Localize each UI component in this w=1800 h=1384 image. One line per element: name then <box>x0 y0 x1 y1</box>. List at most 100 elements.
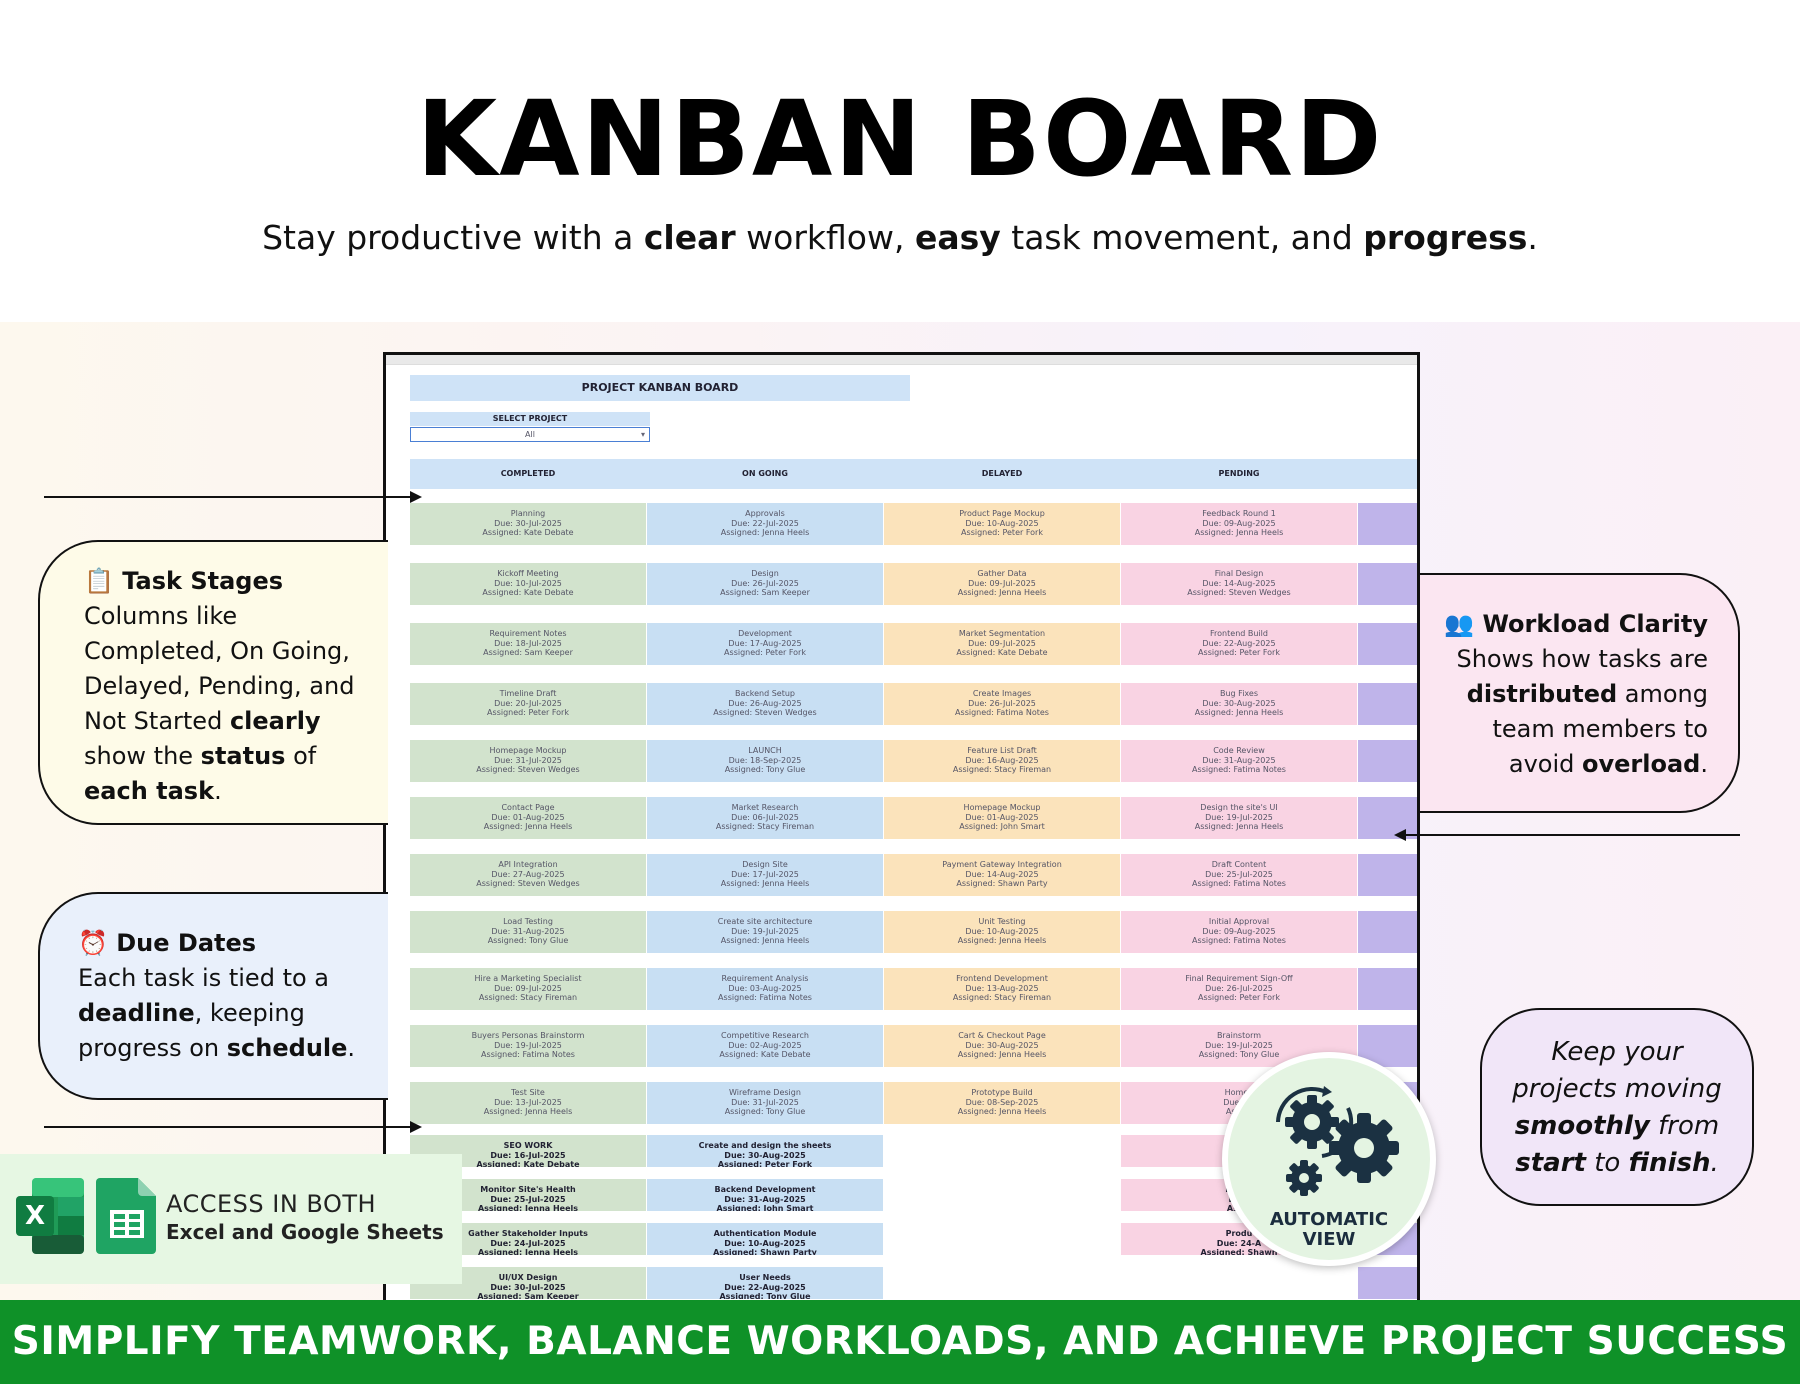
callout-text: Shows how tasks are distributed among te… <box>1456 645 1708 778</box>
task-name: Frontend Development <box>956 974 1048 983</box>
task-card-not-started[interactable] <box>1358 740 1417 782</box>
task-name: Approvals <box>745 509 785 518</box>
task-card-not-started[interactable] <box>1358 683 1417 725</box>
task-name: Backend Setup <box>734 689 796 698</box>
task-due: Due: 13-Aug-2025 <box>965 983 1039 993</box>
task-name: Market Research <box>731 803 799 812</box>
chevron-down-icon: ▾ <box>640 430 645 439</box>
task-card-not-started[interactable] <box>1358 1267 1417 1299</box>
task-card-not-started[interactable] <box>1358 503 1417 545</box>
task-due: Due: 09-Jul-2025 <box>494 983 562 993</box>
task-name: Load Testing <box>503 917 553 926</box>
select-project-dropdown[interactable]: All▾ <box>410 427 650 442</box>
task-assigned: Assigned: John Smart <box>959 822 1045 831</box>
task-assigned: Assigned: Jenna Heels <box>1194 822 1284 831</box>
arrow-head-icon <box>410 1121 422 1133</box>
task-name: Payment Gateway Integration <box>942 860 1062 869</box>
arrow-line-workload <box>1406 834 1740 836</box>
task-card-not-started[interactable] <box>1358 797 1417 839</box>
task-name: Contact Page <box>501 803 555 812</box>
task-due: Due: 30-Aug-2025 <box>965 1040 1039 1050</box>
task-card-not-started[interactable] <box>1358 623 1417 665</box>
task-due: Due: 01-Aug-2025 <box>965 812 1039 822</box>
task-assigned: Assigned: Peter Fork <box>961 528 1043 537</box>
task-card-not-started[interactable] <box>1358 968 1417 1010</box>
task-assigned: Assigned: Kate Debate <box>482 528 574 537</box>
task-assigned: Assigned: Fatima Notes <box>1192 936 1286 945</box>
task-card-not-started[interactable] <box>1358 854 1417 896</box>
callout-due-dates: ⏰ Due Dates Each task is tied to a deadl… <box>38 892 388 1100</box>
task-due: Due: 19-Jul-2025 <box>1205 1040 1273 1050</box>
task-card-not-started[interactable] <box>1358 911 1417 953</box>
page-subtitle: Stay productive with a clear workflow, e… <box>262 218 1538 257</box>
task-due: Due: 18-Jul-2025 <box>494 638 562 648</box>
task-name: Requirement Notes <box>489 629 567 638</box>
task-due: Due: 08-Sep-2025 <box>965 1097 1039 1107</box>
task-due: Due: 26-Aug-2025 <box>728 698 802 708</box>
task-due: Due: 10-Aug-2025 <box>724 1238 806 1248</box>
task-name: Buyers Personas Brainstorm <box>471 1031 585 1040</box>
task-name: SEO WORK <box>503 1141 553 1150</box>
task-card-not-started[interactable] <box>1358 563 1417 605</box>
task-due: Due: 25-Jul-2025 <box>490 1194 566 1204</box>
task-assigned: Assigned: Steven Wedges <box>476 765 580 774</box>
task-assigned: Assigned: Fatima Notes <box>718 993 812 1002</box>
task-name: LAUNCH <box>748 746 782 755</box>
task-due: Due: 19-Jul-2025 <box>731 926 799 936</box>
task-assigned: Assigned: Jenna Heels <box>720 936 810 945</box>
task-due: Due: 10-Aug-2025 <box>965 926 1039 936</box>
task-due: Due: 09-Aug-2025 <box>1202 518 1276 528</box>
task-name: Initial Approval <box>1208 917 1270 926</box>
task-due: Due: 16-Aug-2025 <box>965 755 1039 765</box>
task-name: Homep <box>1224 1088 1254 1097</box>
column-header-completed: COMPLETED <box>500 469 556 478</box>
